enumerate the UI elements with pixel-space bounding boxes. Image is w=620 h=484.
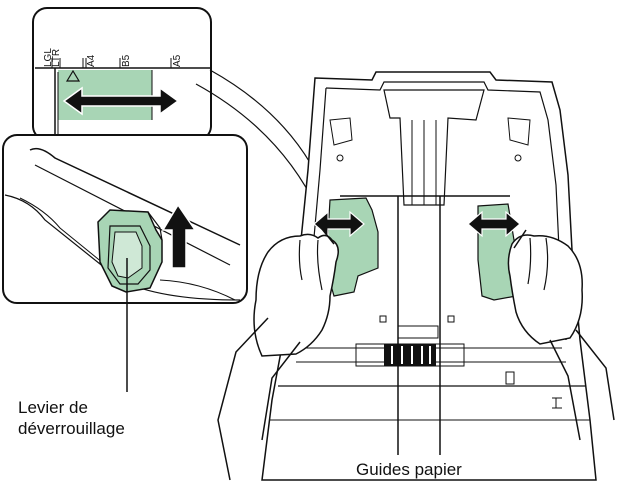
double-headed-arrow-icon bbox=[62, 86, 180, 116]
right-guide-arrow-icon bbox=[467, 210, 521, 238]
right-hand bbox=[507, 229, 615, 441]
scale-inset: LGL LTR A4 B5 A5 bbox=[32, 7, 212, 141]
left-hand bbox=[217, 223, 339, 481]
rear-stopper bbox=[383, 89, 485, 206]
scale-label-b5: B5 bbox=[121, 54, 132, 67]
scale-label-ltr: LTR bbox=[51, 49, 62, 67]
release-lever-label: Levier de déverrouillage bbox=[18, 397, 125, 439]
release-lever-label-line2: déverrouillage bbox=[18, 419, 125, 438]
triangle-marker-icon bbox=[65, 69, 81, 82]
scale-label-a5: A5 bbox=[172, 54, 183, 67]
scale-label-lgl: LGL bbox=[43, 48, 54, 67]
scale-ticks bbox=[51, 58, 172, 68]
left-guide-arrow-icon bbox=[313, 210, 365, 238]
up-arrow-icon bbox=[161, 203, 197, 269]
lever-inset bbox=[2, 134, 248, 304]
paper-cassette bbox=[261, 71, 597, 481]
release-lever-label-line1: Levier de bbox=[18, 398, 88, 417]
paper-guides-label: Guides papier bbox=[356, 460, 462, 479]
scale-label-a4: A4 bbox=[86, 54, 97, 67]
front-handle bbox=[355, 325, 465, 367]
